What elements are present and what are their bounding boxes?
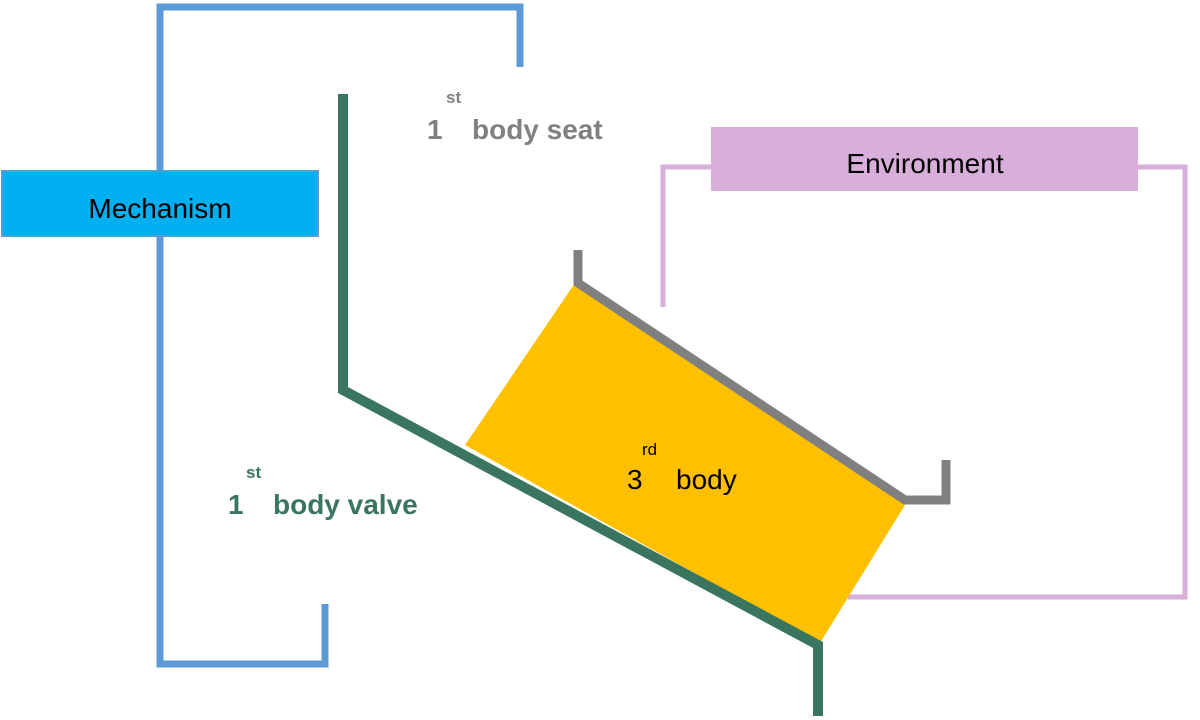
seat-line <box>573 250 951 505</box>
environment-bracket-right <box>848 164 1188 600</box>
mechanism-box-rect <box>1 170 319 237</box>
valve-label-text: body valve <box>273 489 418 520</box>
valve-label-number: 1 <box>228 489 244 520</box>
environment-box-rect <box>711 127 1138 191</box>
valve-label-superscript: st <box>246 463 261 482</box>
mechanism-box: Mechanism <box>1 170 319 237</box>
environment-bracket-left <box>660 164 711 307</box>
third-body-label-number: 3 <box>627 464 643 495</box>
third-body-label-superscript: rd <box>642 440 657 459</box>
third-body-shape <box>465 283 905 643</box>
mechanism-bracket-bottom <box>156 237 329 668</box>
valve-line <box>338 94 823 716</box>
seat-label-text: body seat <box>472 114 603 145</box>
seat-label-number: 1 <box>427 114 443 145</box>
environment-bracket <box>660 164 1188 600</box>
valve-label: 1 st body valve <box>228 463 418 520</box>
environment-box: Environment <box>711 127 1138 191</box>
mechanism-bracket-top <box>156 3 524 170</box>
third-body-label: 3 rd body <box>627 440 737 495</box>
environment-label: Environment <box>846 148 1003 179</box>
mechanism-label: Mechanism <box>88 193 231 224</box>
seat-label: 1 st body seat <box>427 88 603 145</box>
third-body-label-text: body <box>676 464 737 495</box>
seat-label-superscript: st <box>446 88 461 107</box>
mechanism-bracket <box>156 3 524 668</box>
